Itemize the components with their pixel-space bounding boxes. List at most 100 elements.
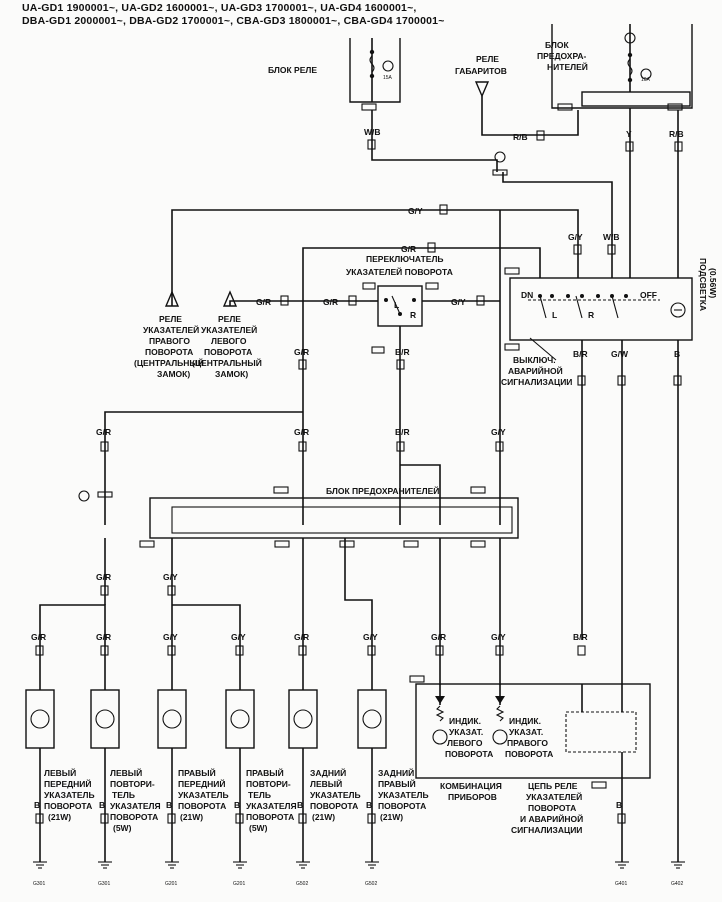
- wire-label-gy-l: G/Y: [491, 427, 506, 437]
- svg-text:ПОВТОРИ-: ПОВТОРИ-: [110, 779, 155, 789]
- gabarit-relay-symbol: [474, 81, 490, 98]
- svg-text:ЗАДНИЙ: ЗАДНИЙ: [310, 767, 346, 778]
- combo-label: КОМБИНАЦИЯ ПРИБОРОВ: [440, 781, 502, 802]
- wire-label-gr-lamp-pair: G/R: [96, 572, 111, 582]
- lamp-left-repeater: [90, 689, 120, 749]
- svg-text:УКАЗАТЕЛЬ: УКАЗАТЕЛЬ: [178, 790, 229, 800]
- wire-label-gr-mid: G/R: [294, 347, 309, 357]
- hazard-switch: [504, 267, 693, 351]
- svg-text:B: B: [234, 800, 240, 810]
- svg-text:(21W): (21W): [48, 812, 71, 822]
- svg-text:G/Y: G/Y: [163, 632, 178, 642]
- relay-block: [349, 38, 401, 111]
- svg-text:ПОВОРОТА: ПОВОРОТА: [310, 801, 358, 811]
- header-line-2: DBA-GD1 2000001~, DBA-GD2 1700001~, CBA-…: [22, 15, 445, 27]
- wire-label-br-l: B/R: [395, 427, 410, 437]
- svg-text:(21W): (21W): [312, 812, 335, 822]
- wire-label-gy-sw: G/Y: [568, 232, 583, 242]
- svg-text:УКАЗАТЕЛЬ: УКАЗАТЕЛЬ: [378, 790, 429, 800]
- svg-text:ПОДСВЕТКА: ПОДСВЕТКА: [698, 258, 708, 311]
- wire-label-wb-1: W/B: [364, 127, 381, 137]
- svg-text:РЕЛЕ: РЕЛЕ: [218, 314, 241, 324]
- switch-r: R: [410, 310, 416, 320]
- top-fuse-rating: 10А: [641, 77, 651, 83]
- ind-right-label: ИНДИК. УКАЗАТ. ПРАВОГО ПОВОРОТА: [505, 716, 553, 759]
- svg-text:G301: G301: [98, 881, 110, 887]
- wire-label-rb-top: R/B: [513, 132, 528, 142]
- svg-text:УКАЗАТЕЛЯ: УКАЗАТЕЛЯ: [110, 801, 161, 811]
- relay-block-label: БЛОК РЕЛЕ: [268, 65, 317, 75]
- svg-text:ПОВОРОТА: ПОВОРОТА: [204, 347, 252, 357]
- svg-text:ПЕРЕДНИЙ: ПЕРЕДНИЙ: [44, 778, 92, 789]
- svg-text:B: B: [34, 800, 40, 810]
- lamp-wire-labels: G/R G/R G/Y G/Y G/R G/Y G/R G/Y B/R: [31, 632, 588, 656]
- wire-label-br-hz: B/R: [573, 349, 588, 359]
- lamp-rear-left: [288, 689, 318, 749]
- hazard-label: ВЫКЛЮЧ. АВАРИЙНОЙ СИГНАЛИЗАЦИИ: [501, 355, 572, 387]
- ind-left-label: ИНДИК. УКАЗАТ. ЛЕВОГО ПОВОРОТА: [445, 716, 493, 759]
- svg-text:(5W): (5W): [113, 823, 132, 833]
- svg-text:ЦЕПЬ РЕЛЕ: ЦЕПЬ РЕЛЕ: [528, 781, 578, 791]
- hazard-l: L: [552, 310, 557, 320]
- lamp-right-front: [157, 689, 187, 749]
- fuse-block-mid: [139, 486, 519, 548]
- wire-label-gy-top: G/Y: [408, 206, 423, 216]
- svg-text:G402: G402: [671, 881, 683, 887]
- svg-text:B: B: [297, 800, 303, 810]
- switch-label-1: ПЕРЕКЛЮЧАТЕЛЬ: [366, 254, 444, 264]
- svg-text:УКАЗАТЕЛЕЙ: УКАЗАТЕЛЕЙ: [143, 324, 199, 335]
- svg-text:ПРАВЫЙ: ПРАВЫЙ: [378, 778, 416, 789]
- wire-label-b-hz: B: [674, 349, 680, 359]
- svg-text:ЛЕВЫЙ: ЛЕВЫЙ: [44, 767, 76, 778]
- turn-signal-switch: [362, 282, 500, 525]
- svg-text:АВАРИЙНОЙ: АВАРИЙНОЙ: [508, 365, 563, 376]
- svg-text:G/Y: G/Y: [363, 632, 378, 642]
- lamp-rear-left-label: ЗАДНИЙ ЛЕВЫЙ УКАЗАТЕЛЬ ПОВОРОТА (21W): [310, 767, 361, 822]
- svg-text:ПЕРЕДНИЙ: ПЕРЕДНИЙ: [178, 778, 226, 789]
- svg-text:G/R: G/R: [431, 632, 446, 642]
- svg-text:ПОВТОРИ-: ПОВТОРИ-: [246, 779, 291, 789]
- svg-text:ТЕЛЬ: ТЕЛЬ: [248, 790, 271, 800]
- relay-fuse-rating: 15А: [383, 75, 393, 81]
- wire-label-gr-left: G/R: [256, 297, 271, 307]
- fuse-block-top-label-3: НИТЕЛЕЙ: [547, 61, 588, 72]
- lamp-left-front: [25, 689, 55, 749]
- lamp-right-front-label: ПРАВЫЙ ПЕРЕДНИЙ УКАЗАТЕЛЬ ПОВОРОТА (21W): [178, 767, 229, 822]
- svg-text:ПРАВОГО: ПРАВОГО: [149, 336, 190, 346]
- switch-l: L: [394, 300, 399, 310]
- lamp-rear-right: [357, 689, 387, 749]
- hazard-r: R: [588, 310, 594, 320]
- svg-text:ПОВОРОТА: ПОВОРОТА: [178, 801, 226, 811]
- wire-label-gy-switch: G/Y: [451, 297, 466, 307]
- svg-text:И АВАРИЙНОЙ: И АВАРИЙНОЙ: [520, 813, 583, 824]
- gabarit-label-1: РЕЛЕ: [476, 54, 499, 64]
- svg-text:G401: G401: [615, 881, 627, 887]
- wire-label-gy-lamp-pair: G/Y: [163, 572, 178, 582]
- combination-meter: [409, 675, 651, 789]
- svg-text:ПРАВЫЙ: ПРАВЫЙ: [178, 767, 216, 778]
- wire-label-gr-l1: G/R: [96, 427, 111, 437]
- svg-text:ПОВОРОТА: ПОВОРОТА: [44, 801, 92, 811]
- wire-label-br-mid: B/R: [395, 347, 410, 357]
- lamp-right-repeater-label: ПРАВЫЙ ПОВТОРИ- ТЕЛЬ УКАЗАТЕЛЯ ПОВОРОТА …: [246, 767, 297, 833]
- fuse-block-top: [551, 24, 693, 111]
- svg-text:ПОВОРОТА: ПОВОРОТА: [246, 812, 294, 822]
- svg-text:G/R: G/R: [96, 632, 111, 642]
- svg-text:(0.56W): (0.56W): [708, 268, 718, 298]
- svg-text:ЛЕВЫЙ: ЛЕВЫЙ: [310, 778, 342, 789]
- right-turn-relay-symbol: [164, 290, 180, 307]
- svg-text:B: B: [99, 800, 105, 810]
- wire-label-y: Y: [626, 129, 632, 139]
- svg-text:ИНДИК.: ИНДИК.: [509, 716, 541, 726]
- svg-text:УКАЗАТЕЛЯ: УКАЗАТЕЛЯ: [246, 801, 297, 811]
- svg-text:(21W): (21W): [180, 812, 203, 822]
- svg-text:УКАЗАТ.: УКАЗАТ.: [509, 727, 543, 737]
- svg-text:ПОВОРОТА: ПОВОРОТА: [528, 803, 576, 813]
- svg-text:(21W): (21W): [380, 812, 403, 822]
- svg-text:B/R: B/R: [573, 632, 588, 642]
- svg-text:ЗАМОК): ЗАМОК): [215, 369, 248, 379]
- svg-text:G/R: G/R: [294, 632, 309, 642]
- wire-label-gr-top: G/R: [401, 244, 416, 254]
- svg-text:B: B: [166, 800, 172, 810]
